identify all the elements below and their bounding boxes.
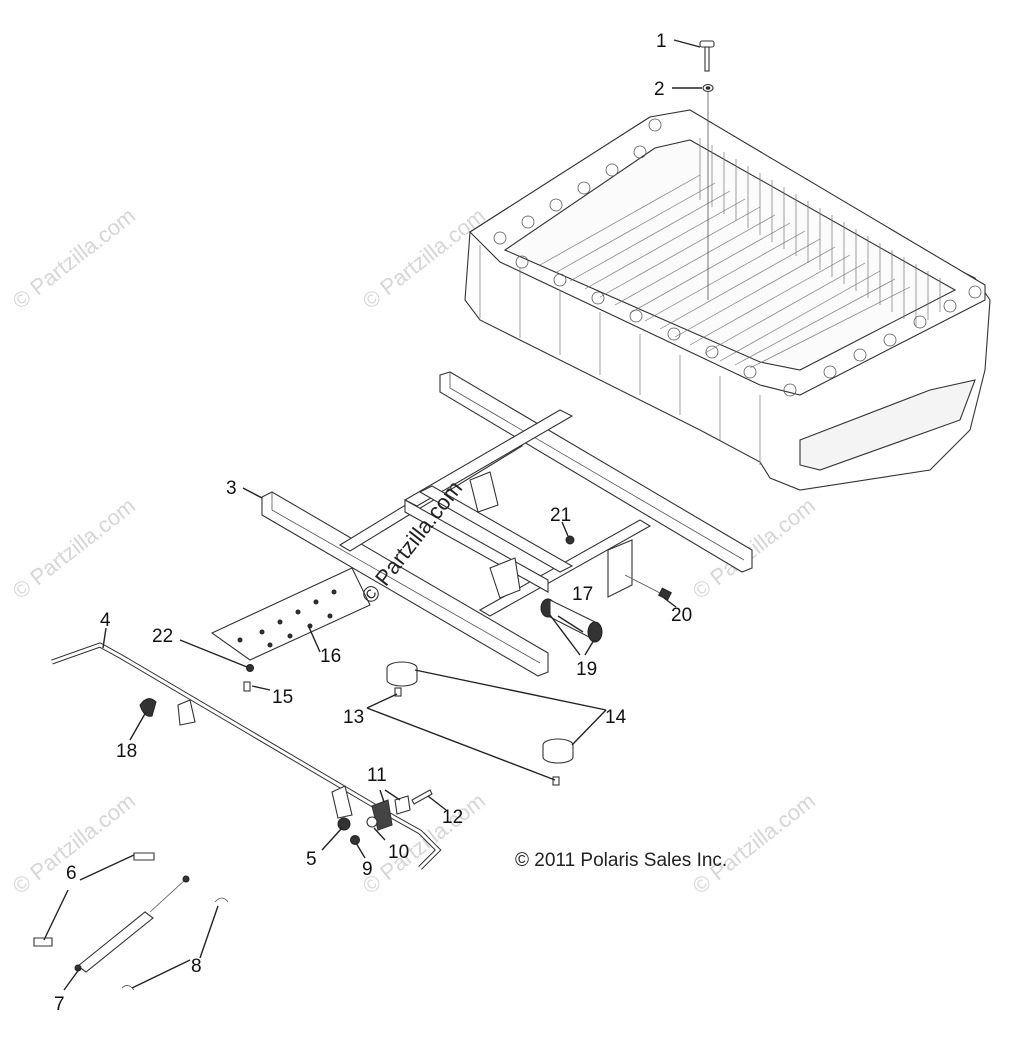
frame-assembly xyxy=(261,371,753,677)
callout-3: 3 xyxy=(226,478,237,499)
callout-2: 2 xyxy=(654,79,665,100)
callout-9: 9 xyxy=(362,859,373,880)
callout-16: 16 xyxy=(320,646,341,667)
callouts: 1 2 3 4 5 6 7 8 9 10 11 12 13 14 15 16 1… xyxy=(54,31,692,1015)
callout-18: 18 xyxy=(116,741,137,762)
mounting-plate xyxy=(210,567,371,661)
callout-19: 19 xyxy=(576,659,597,680)
pin-part xyxy=(411,789,433,805)
screw-part xyxy=(552,776,560,786)
bolt-part xyxy=(699,40,715,72)
watermark: © Partzilla.com xyxy=(8,203,140,314)
leader-lines xyxy=(43,39,702,991)
callout-6: 6 xyxy=(66,863,77,884)
callout-8: 8 xyxy=(191,956,202,977)
latch-part xyxy=(139,698,157,717)
roller-part xyxy=(540,598,603,643)
callout-20: 20 xyxy=(671,605,692,626)
bumper-part xyxy=(542,738,574,764)
clip-part xyxy=(121,897,229,991)
tailgate-rod xyxy=(51,642,442,870)
screw-part xyxy=(394,687,402,697)
copyright-text: © 2011 Polaris Sales Inc. xyxy=(515,850,727,871)
nut-part xyxy=(337,817,351,831)
callout-4: 4 xyxy=(100,610,111,631)
callout-13: 13 xyxy=(343,707,364,728)
callout-10: 10 xyxy=(388,842,409,863)
pin-part xyxy=(33,852,155,947)
nut-part xyxy=(350,835,360,845)
callout-15: 15 xyxy=(272,687,293,708)
rivet-part xyxy=(243,681,251,692)
watermark: © Partzilla.com xyxy=(8,493,140,604)
callout-11: 11 xyxy=(367,765,387,786)
callout-21: 21 xyxy=(550,505,571,526)
washer-part xyxy=(702,83,714,93)
nut-part xyxy=(246,664,254,672)
callout-14: 14 xyxy=(605,707,627,728)
callout-1: 1 xyxy=(656,31,667,52)
callout-5: 5 xyxy=(306,849,317,870)
washer-part xyxy=(366,816,378,828)
callout-17: 17 xyxy=(572,584,593,605)
bumper-part xyxy=(386,661,418,687)
long-bolt-part xyxy=(624,574,672,601)
nut-part xyxy=(565,535,575,545)
cargo-box xyxy=(464,109,991,491)
callout-22: 22 xyxy=(152,626,173,647)
gas-strut xyxy=(74,875,190,973)
callout-12: 12 xyxy=(442,807,463,828)
watermark: © Partzilla.com xyxy=(688,788,820,899)
callout-7: 7 xyxy=(54,994,65,1015)
